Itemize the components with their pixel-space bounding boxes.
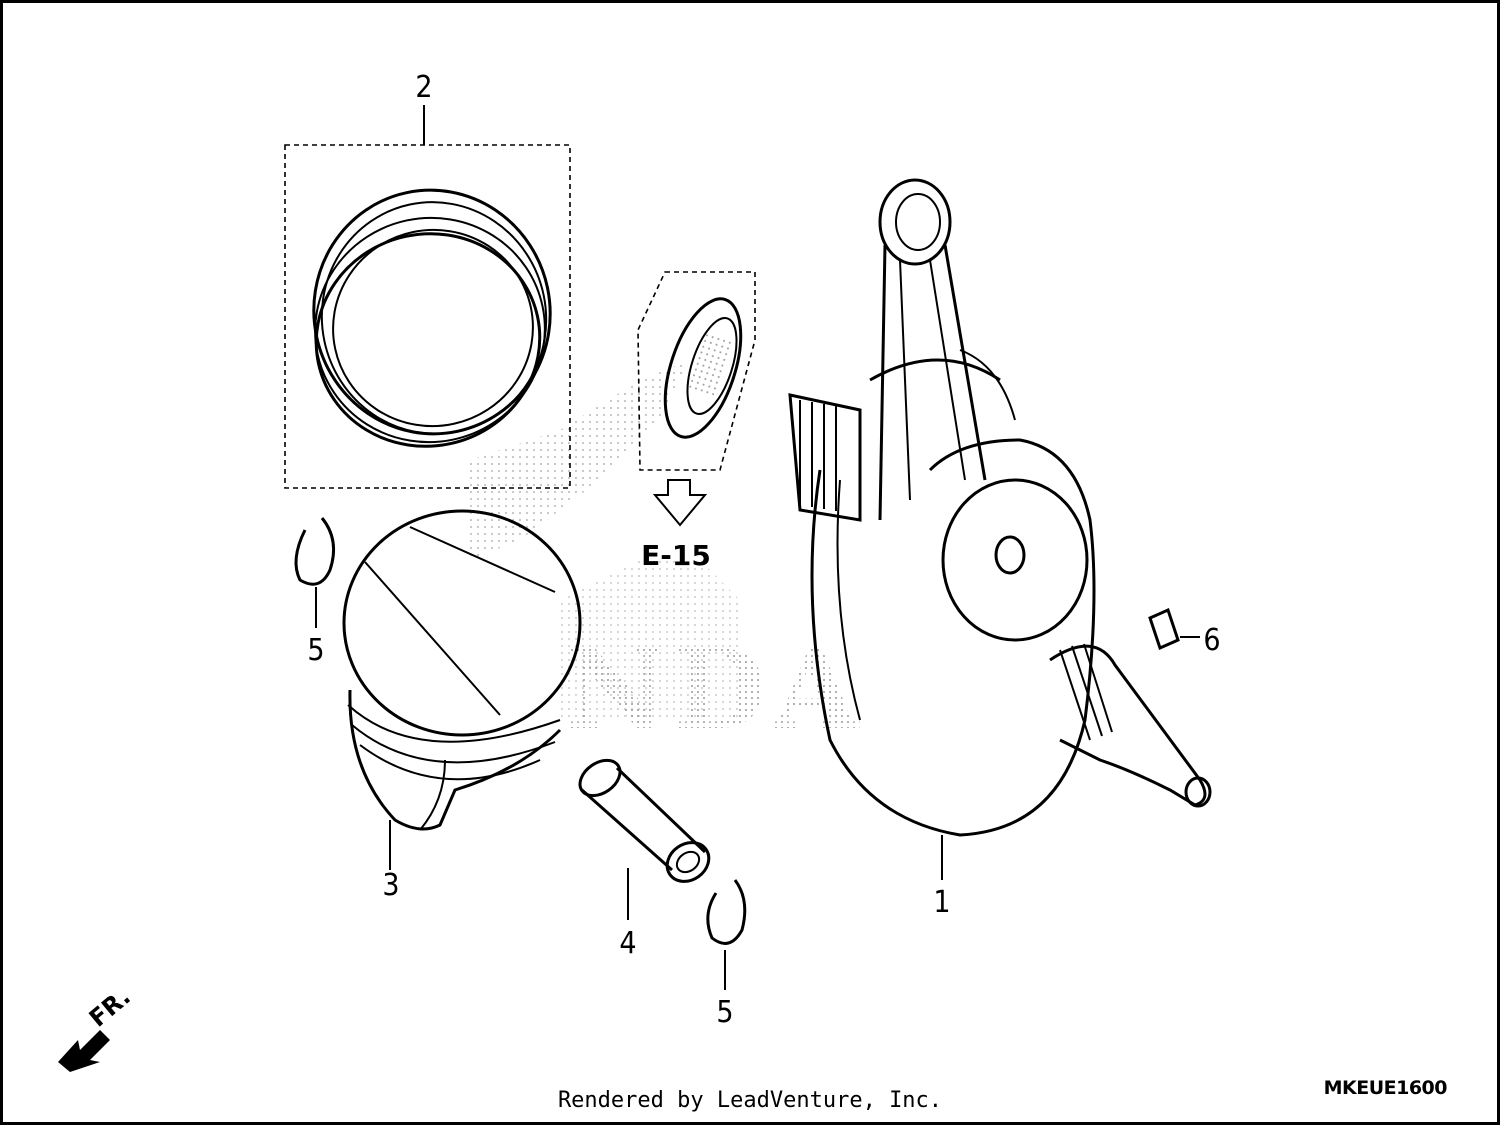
crank-key (1148, 607, 1200, 651)
front-arrow-icon (58, 1030, 110, 1072)
callout-1: 1 (933, 885, 950, 920)
crankshaft-assembly (788, 178, 1212, 880)
callout-5-lower: 5 (716, 995, 733, 1030)
piston-pin-clip-lower (706, 879, 747, 990)
callout-6: 6 (1203, 623, 1220, 658)
piston-pin-clip-upper (294, 517, 336, 628)
honda-watermark: NDA (470, 360, 864, 754)
reference-label: E-15 (641, 539, 711, 572)
crank-bearing-reference (637, 271, 756, 527)
callout-2: 2 (415, 70, 432, 105)
ring-set-box (284, 144, 571, 489)
front-direction-marker: FR. (58, 983, 136, 1072)
piston-pin (578, 758, 711, 920)
callout-5-upper: 5 (307, 633, 324, 668)
front-marker-label: FR. (84, 983, 136, 1033)
callout-3: 3 (382, 868, 399, 903)
callout-4: 4 (619, 926, 636, 961)
diagram-code: MKEUE1600 (1324, 1077, 1448, 1099)
watermark-lettering: NDA (565, 625, 864, 754)
credit-line: Rendered by LeadVenture, Inc. (557, 1088, 943, 1113)
piston-ring-set (284, 105, 571, 489)
reference-arrow (652, 479, 708, 527)
piston (342, 509, 582, 870)
